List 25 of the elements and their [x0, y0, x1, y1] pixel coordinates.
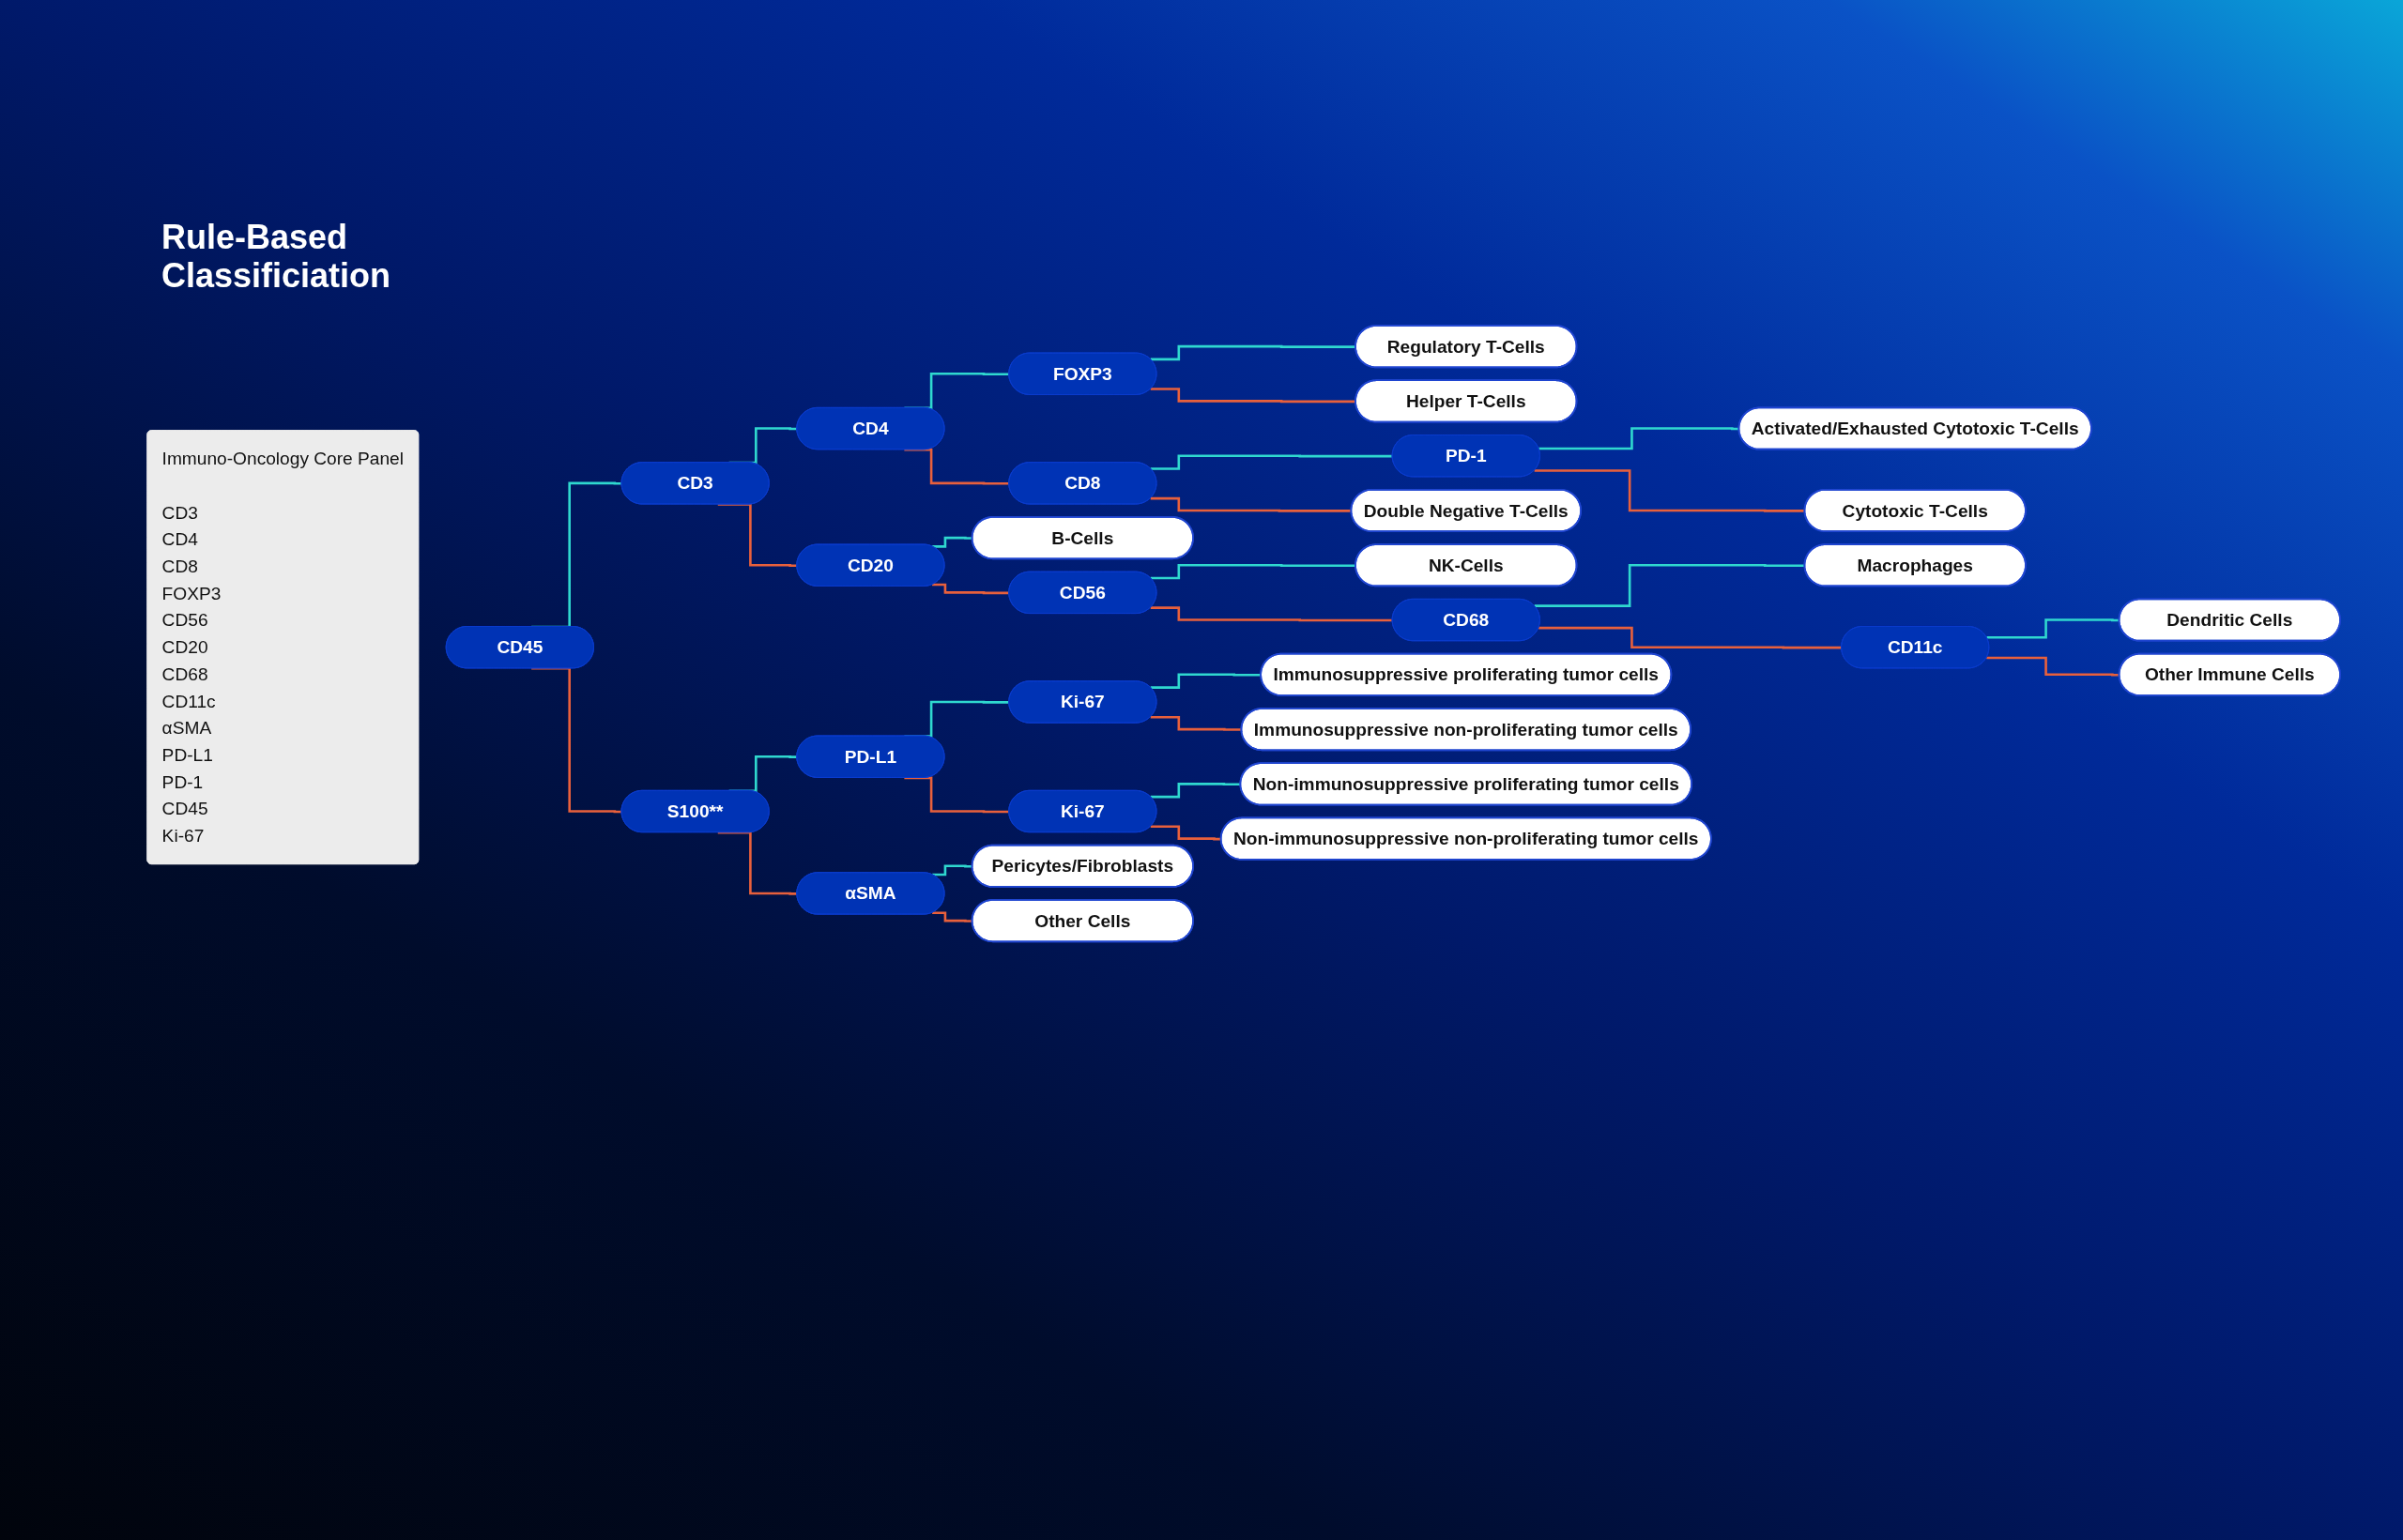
connector — [904, 776, 1010, 814]
connector — [1534, 563, 1805, 607]
connector — [1150, 563, 1356, 580]
connector — [932, 536, 972, 548]
connector — [932, 911, 972, 922]
connector — [1150, 454, 1393, 470]
connector — [932, 864, 972, 877]
connector — [717, 831, 798, 895]
connector — [1150, 344, 1356, 361]
connector — [932, 583, 1010, 595]
connector — [1150, 606, 1393, 622]
connector — [1534, 469, 1805, 512]
connector — [1150, 715, 1242, 731]
connector — [1150, 388, 1356, 404]
connector — [1150, 673, 1262, 689]
connector — [1150, 783, 1241, 799]
connector — [904, 448, 1010, 485]
connector — [1538, 427, 1739, 450]
connector — [531, 667, 622, 814]
connector — [1538, 626, 1843, 649]
connector — [1150, 825, 1222, 841]
connector — [1986, 656, 2120, 677]
connector — [1150, 496, 1352, 512]
connector — [1986, 618, 2120, 639]
diagram-title: Rule-Based Classificiation — [161, 218, 392, 296]
